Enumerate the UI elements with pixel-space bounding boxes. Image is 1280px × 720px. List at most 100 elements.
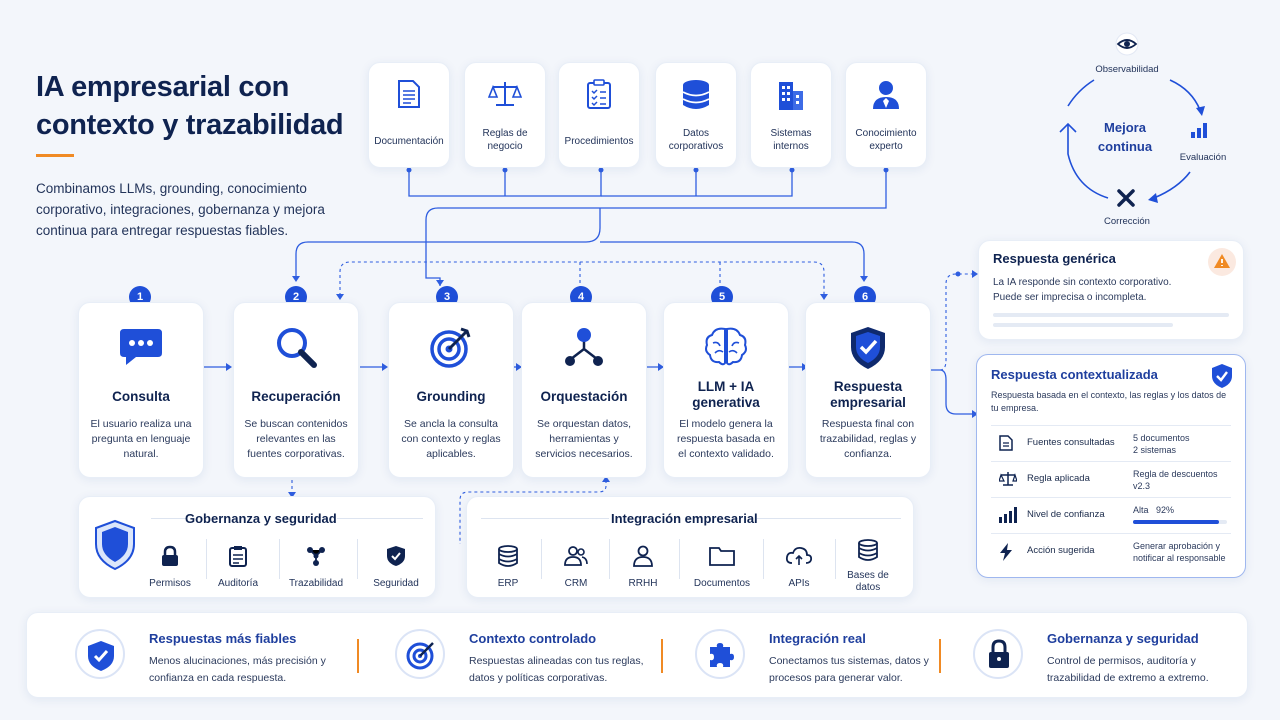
contextual-answer-card: Respuesta contextualizada Respuesta basa… bbox=[976, 354, 1246, 578]
step-card-orquestacion: Orquestación Se orquestan datos, herrami… bbox=[521, 302, 647, 478]
integration-item-label: CRM bbox=[564, 578, 588, 589]
lock-icon bbox=[160, 545, 180, 571]
contextual-answer-title: Respuesta contextualizada bbox=[991, 367, 1158, 382]
benefit-title: Gobernanza y seguridad bbox=[1047, 631, 1199, 646]
database-icon bbox=[497, 545, 519, 571]
source-card-internal-systems: Sistemas internos bbox=[750, 62, 832, 168]
generic-answer-card: Respuesta genérica La IA responde sin co… bbox=[978, 240, 1244, 340]
folder-icon bbox=[709, 547, 735, 571]
person-icon bbox=[632, 545, 654, 571]
integration-item-label: Bases de datos bbox=[847, 570, 889, 593]
source-card-expert-knowledge: Conocimiento experto bbox=[845, 62, 927, 168]
integration-item-bases-de-datos: Bases de datos bbox=[833, 539, 903, 594]
target-icon bbox=[406, 640, 436, 675]
lightning-icon bbox=[999, 543, 1013, 566]
page-subtitle: Combinamos LLMs, grounding, conocimiento… bbox=[36, 181, 325, 238]
step-description: El modelo genera la respuesta basada en … bbox=[676, 418, 776, 460]
shield-check-icon bbox=[848, 325, 888, 376]
puzzle-icon bbox=[707, 641, 735, 674]
cycle-center-label: Mejora continua bbox=[1097, 120, 1153, 154]
users-icon bbox=[564, 546, 588, 571]
checklist-icon bbox=[586, 79, 612, 114]
generic-answer-title: Respuesta genérica bbox=[993, 251, 1116, 266]
cycle-label-observabilidad: Observabilidad bbox=[1095, 64, 1159, 75]
bar-chart-icon bbox=[999, 507, 1017, 528]
benefit-title: Integración real bbox=[769, 631, 866, 646]
step-name: Grounding bbox=[416, 389, 486, 404]
confidence-bar-fill bbox=[1133, 520, 1220, 524]
placeholder-line bbox=[993, 323, 1173, 327]
source-card-corporate-data: Datos corporativos bbox=[655, 62, 737, 168]
lock-icon bbox=[987, 639, 1011, 674]
benefit-title: Contexto controlado bbox=[469, 631, 597, 646]
step-name: Recuperación bbox=[251, 389, 341, 404]
step-card-recuperacion: Recuperación Se buscan contenidos releva… bbox=[233, 302, 359, 478]
source-card-business-rules: Reglas de negocio bbox=[464, 62, 546, 168]
tools-icon bbox=[1116, 188, 1136, 213]
integration-item-documentos: Documentos bbox=[687, 545, 757, 590]
network-icon bbox=[561, 325, 607, 374]
benefit-description: Conectamos tus sistemas, datos y proceso… bbox=[769, 655, 929, 684]
governance-item-trazabilidad: Trazabilidad bbox=[281, 545, 351, 590]
document-icon bbox=[999, 435, 1013, 456]
integration-item-rrhh: RRHH bbox=[608, 545, 678, 590]
placeholder-line bbox=[993, 313, 1229, 317]
detail-key: Acción sugerida bbox=[1027, 545, 1095, 556]
step-card-consulta: Consulta El usuario realiza una pregunta… bbox=[78, 302, 204, 478]
step-name: Consulta bbox=[112, 389, 170, 404]
improvement-cycle: Observabilidad Evaluación Corrección Mej… bbox=[1036, 28, 1268, 236]
governance-panel: Gobernanza y seguridad Permisos Auditorí… bbox=[78, 496, 436, 598]
database-icon bbox=[857, 539, 879, 565]
brain-icon bbox=[703, 325, 749, 372]
integration-panel: Integración empresarial ERP CRM RRHH Doc… bbox=[466, 496, 914, 598]
detail-value: Alta 92% bbox=[1133, 505, 1175, 515]
detail-row-confidence: Nivel de confianza Alta 92% bbox=[991, 497, 1231, 533]
building-icon bbox=[776, 79, 806, 116]
benefit-title: Respuestas más fiables bbox=[149, 631, 297, 646]
warning-icon bbox=[1207, 247, 1237, 282]
divider bbox=[357, 639, 359, 673]
governance-item-permisos: Permisos bbox=[135, 545, 205, 590]
source-label: Datos corporativos bbox=[668, 128, 724, 152]
search-icon bbox=[274, 325, 318, 374]
source-label: Reglas de negocio bbox=[482, 128, 528, 152]
cloud-icon bbox=[785, 546, 813, 571]
step-card-llm: LLM + IA generativa El modelo genera la … bbox=[663, 302, 789, 478]
step-description: Se ancla la consulta con contexto y regl… bbox=[401, 418, 501, 460]
governance-item-label: Permisos bbox=[149, 578, 191, 589]
detail-value: Generar aprobación y notificar al respon… bbox=[1133, 541, 1226, 563]
detail-value: Regla de descuentos v2.3 bbox=[1133, 469, 1218, 491]
step-description: Se buscan contenidos relevantes en las f… bbox=[244, 418, 348, 460]
shield-check-icon bbox=[1211, 363, 1233, 394]
source-label: Documentación bbox=[374, 136, 444, 147]
governance-item-label: Auditoría bbox=[217, 578, 259, 589]
shield-icon bbox=[386, 546, 406, 571]
step-name: Respuesta empresarial bbox=[830, 379, 906, 410]
step-description: Respuesta final con trazabilidad, reglas… bbox=[819, 418, 917, 460]
expert-icon bbox=[871, 79, 901, 116]
source-label: Procedimientos bbox=[564, 136, 634, 147]
step-description: Se orquestan datos, herramientas y servi… bbox=[535, 418, 633, 460]
shield-icon bbox=[93, 519, 137, 576]
detail-key: Nivel de confianza bbox=[1027, 509, 1105, 520]
divider bbox=[661, 639, 663, 673]
clipboard-icon bbox=[228, 546, 248, 571]
detail-row-sources: Fuentes consultadas 5 documentos 2 siste… bbox=[991, 425, 1231, 461]
eye-icon bbox=[1115, 32, 1139, 61]
bar-chart-icon bbox=[1190, 122, 1210, 143]
generic-answer-text: La IA responde sin contexto corporativo.… bbox=[993, 277, 1172, 303]
nodes-icon bbox=[305, 547, 327, 571]
step-card-grounding: Grounding Se ancla la consulta con conte… bbox=[388, 302, 514, 478]
integration-item-erp: ERP bbox=[473, 545, 543, 590]
integration-item-label: Documentos bbox=[693, 578, 751, 589]
cycle-arrows bbox=[1059, 79, 1205, 203]
detail-value: 5 documentos 2 sistemas bbox=[1133, 433, 1190, 455]
integration-title: Integración empresarial bbox=[611, 511, 758, 526]
governance-item-label: Seguridad bbox=[373, 578, 419, 589]
detail-row-action: Acción sugerida Generar aprobación y not… bbox=[991, 533, 1231, 569]
integration-item-label: ERP bbox=[497, 578, 519, 589]
shield-check-icon bbox=[87, 640, 115, 677]
step-name: LLM + IA generativa bbox=[692, 379, 760, 410]
source-card-documentation: Documentación bbox=[368, 62, 450, 168]
benefit-description: Respuestas alineadas con tus reglas, dat… bbox=[469, 655, 644, 684]
